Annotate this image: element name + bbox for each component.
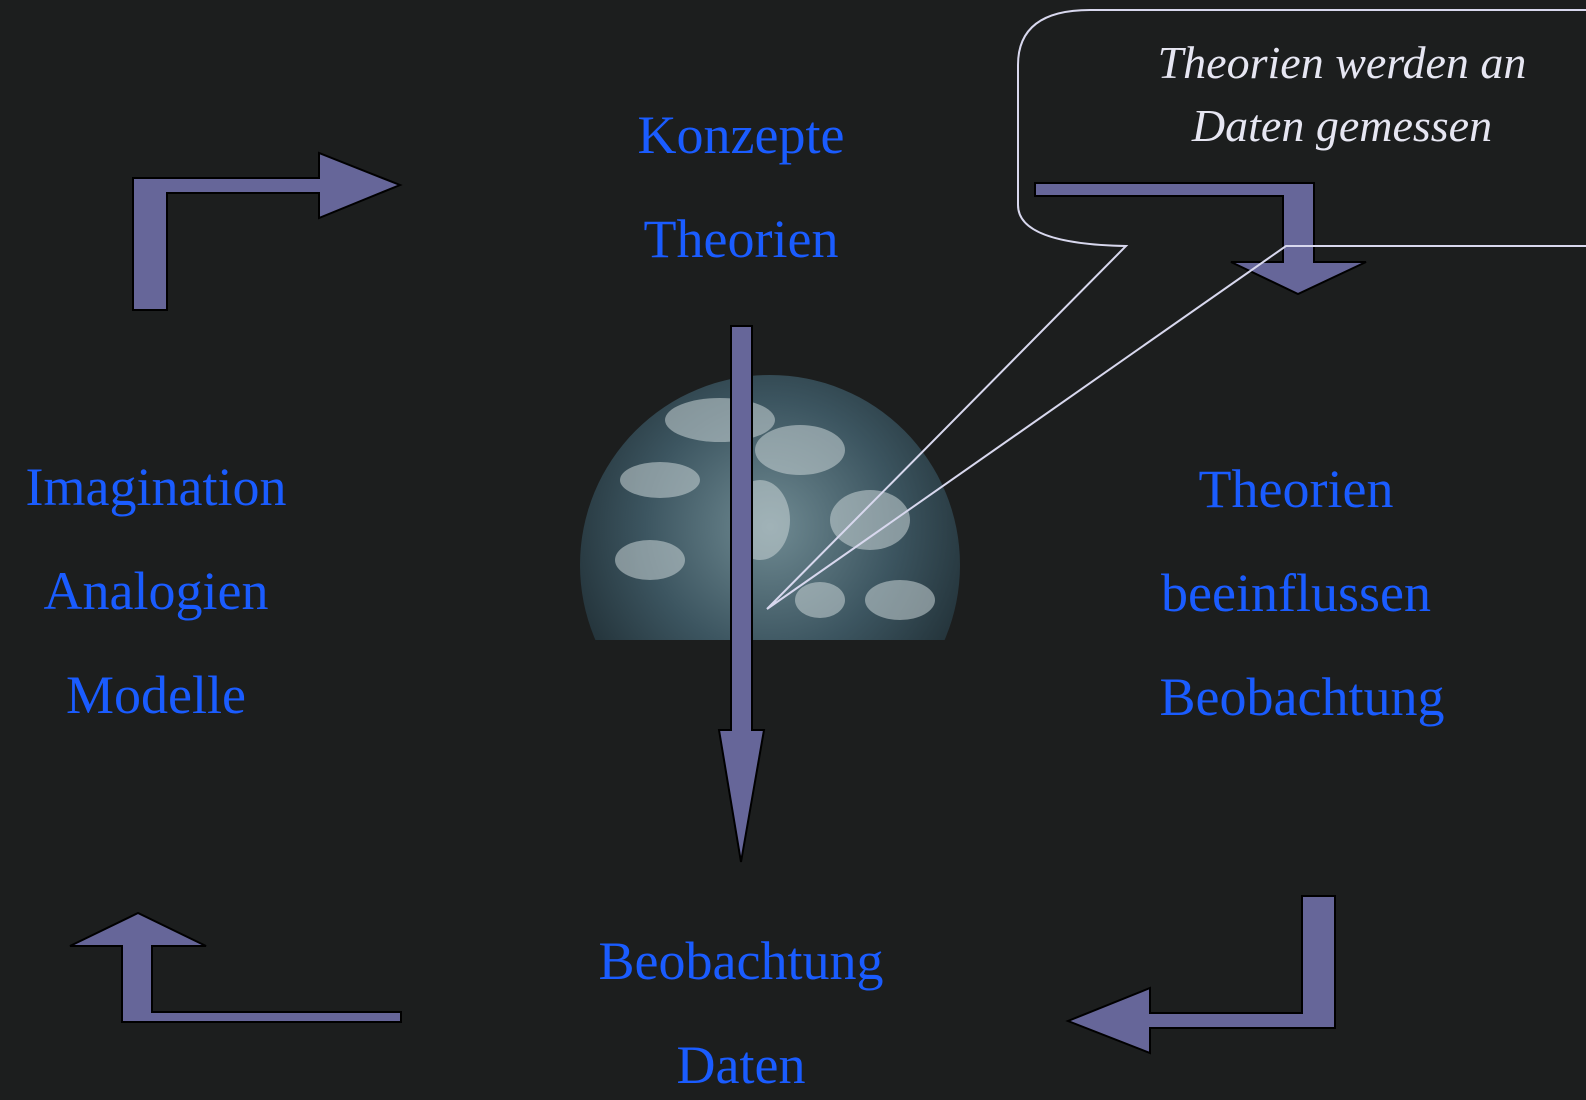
label-imagination: Imagination [25, 457, 287, 517]
label-beobachtung-bottom: Beobachtung [598, 931, 884, 991]
callout-line1: Theorien werden an [1157, 37, 1527, 88]
label-daten: Daten [676, 1035, 806, 1095]
label-modelle: Modelle [66, 665, 246, 725]
label-beeinflussen: beeinflussen [1161, 563, 1431, 623]
label-beobachtung-right: Beobachtung [1159, 667, 1445, 727]
arrow-right-down [1034, 182, 1367, 296]
arrow-left-up [69, 911, 402, 1023]
label-konzepte: Konzepte [637, 105, 845, 165]
arrow-down-left [1065, 895, 1336, 1055]
earth-globe-icon [560, 375, 1000, 670]
callout-bubble [766, 9, 1586, 610]
label-theorien-right: Theorien [1198, 459, 1394, 519]
callout-line2: Daten gemessen [1191, 100, 1493, 151]
arrow-down-center [717, 325, 766, 863]
label-analogien: Analogien [43, 561, 269, 621]
label-theorien-top: Theorien [643, 209, 839, 269]
arrow-up-right [132, 151, 403, 311]
